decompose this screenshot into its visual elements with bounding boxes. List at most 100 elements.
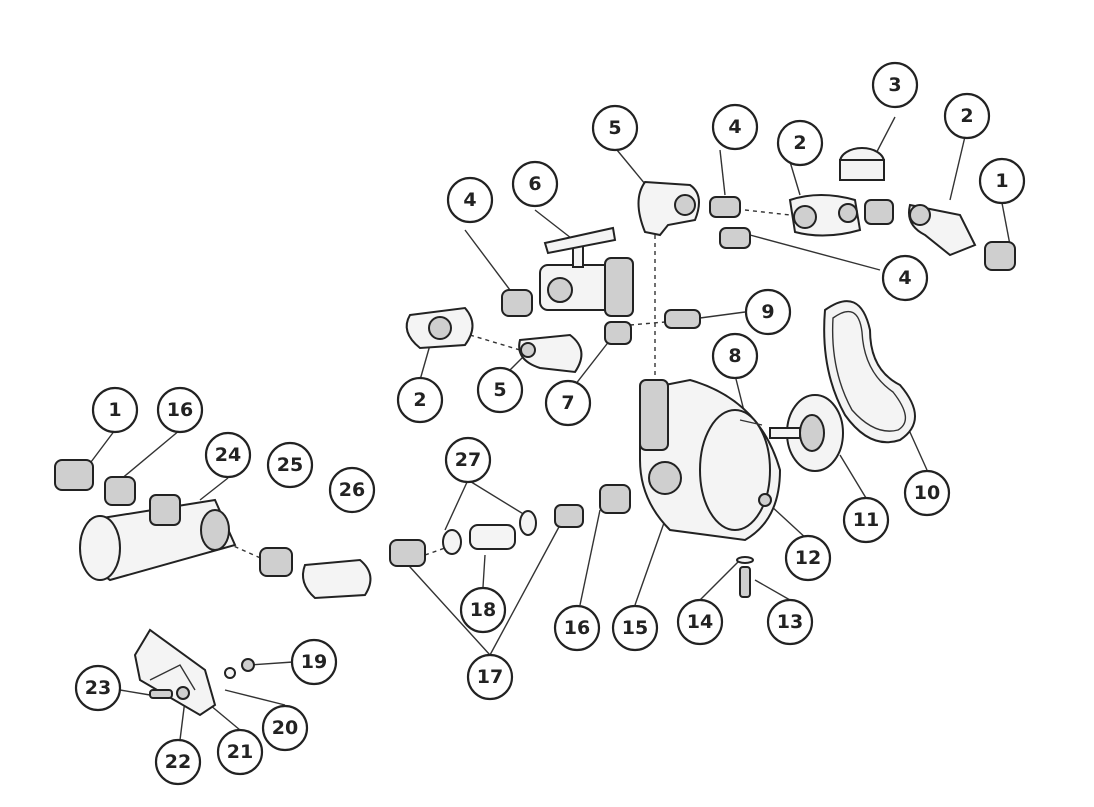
callout-16: 16 xyxy=(156,386,204,434)
callout-label: 24 xyxy=(215,444,241,466)
callout-5: 5 xyxy=(476,366,524,414)
callout-label: 12 xyxy=(795,547,821,569)
callout-label: 2 xyxy=(793,132,806,154)
callout-11: 11 xyxy=(842,496,890,544)
part-key-8 xyxy=(739,419,763,426)
part-elbow-2-right xyxy=(908,203,977,257)
callout-19: 19 xyxy=(290,638,338,686)
callout-label: 22 xyxy=(165,751,191,773)
callout-label: 27 xyxy=(455,449,481,471)
callout-label: 10 xyxy=(914,482,940,504)
callout-label: 5 xyxy=(493,379,506,401)
part-tee-2-top xyxy=(788,194,862,237)
leader-lines xyxy=(84,116,1011,741)
callout-label: 5 xyxy=(608,117,621,139)
part-elbow-26 xyxy=(302,558,372,600)
callout-label: 16 xyxy=(167,399,193,421)
part-nipple-4-valve xyxy=(501,289,533,317)
callout-15: 15 xyxy=(611,604,659,652)
callout-label: 19 xyxy=(301,651,327,673)
part-bracket-21 xyxy=(133,628,217,717)
part-union-16-left xyxy=(104,476,136,506)
callout-8: 8 xyxy=(711,332,759,380)
part-nipple-4-top xyxy=(709,196,741,218)
part-pulley-11 xyxy=(769,394,844,472)
part-union-16-pump xyxy=(599,484,631,514)
part-pipe-18 xyxy=(469,524,516,550)
callout-12: 12 xyxy=(784,534,832,582)
part-elbow-5-top xyxy=(637,180,700,237)
callout-1: 1 xyxy=(91,386,139,434)
part-ball-valve-6 xyxy=(539,226,634,317)
callout-label: 26 xyxy=(339,479,365,501)
callout-label: 3 xyxy=(888,74,901,96)
callout-label: 7 xyxy=(561,392,574,414)
callout-27: 27 xyxy=(444,436,492,484)
callout-7: 7 xyxy=(544,379,592,427)
callout-label: 25 xyxy=(277,454,303,476)
callout-label: 15 xyxy=(622,617,648,639)
part-o-ring-27-left xyxy=(442,529,462,555)
callout-9: 9 xyxy=(744,288,792,336)
part-nipple-1-right xyxy=(984,241,1016,271)
callout-13: 13 xyxy=(766,598,814,646)
part-washer-14 xyxy=(736,556,754,564)
callout-label: 6 xyxy=(528,173,541,195)
callout-label: 23 xyxy=(85,677,111,699)
callout-label: 21 xyxy=(227,741,253,763)
callout-label: 16 xyxy=(564,617,590,639)
callout-10: 10 xyxy=(903,469,951,517)
callout-4: 4 xyxy=(446,176,494,224)
callout-label: 2 xyxy=(960,105,973,127)
callouts: 1 2 3 4 2 4 5 6 4 4 9 8 2 5 7 1 16 24 25… xyxy=(74,61,1026,786)
callout-2: 2 xyxy=(943,92,991,140)
callout-label: 9 xyxy=(761,301,774,323)
callout-6: 6 xyxy=(511,160,559,208)
callout-24: 24 xyxy=(204,431,252,479)
callout-label: 2 xyxy=(413,389,426,411)
part-pump-housing-15 xyxy=(639,378,782,542)
part-fitting-9 xyxy=(664,309,701,329)
part-bushing-7 xyxy=(604,321,632,345)
part-nipple-4-right xyxy=(864,199,894,225)
callout-14: 14 xyxy=(676,598,724,646)
callout-21: 21 xyxy=(216,728,264,776)
callout-2: 2 xyxy=(396,376,444,424)
part-bolt-13 xyxy=(739,566,751,598)
part-washer-20 xyxy=(224,667,236,679)
callout-22: 22 xyxy=(154,738,202,786)
callout-label: 18 xyxy=(470,599,496,621)
part-coupling-17-left xyxy=(389,539,426,567)
callout-label: 4 xyxy=(728,116,741,138)
part-cap-3 xyxy=(839,147,885,181)
callout-label: 1 xyxy=(995,170,1008,192)
part-nut-19 xyxy=(241,658,255,672)
part-screw-12 xyxy=(758,493,772,507)
part-nipple-4-lower xyxy=(719,227,751,249)
callout-label: 17 xyxy=(477,666,503,688)
callout-18: 18 xyxy=(459,586,507,634)
callout-4: 4 xyxy=(881,254,929,302)
callout-label: 20 xyxy=(272,717,298,739)
part-strainer-24 xyxy=(79,494,237,582)
callout-label: 1 xyxy=(108,399,121,421)
callout-5: 5 xyxy=(591,104,639,152)
callout-1: 1 xyxy=(978,157,1026,205)
callout-label: 13 xyxy=(777,611,803,633)
part-nipple-1-left xyxy=(54,459,94,491)
callout-23: 23 xyxy=(74,664,122,712)
callout-4: 4 xyxy=(711,103,759,151)
callout-label: 8 xyxy=(728,345,741,367)
callout-17: 17 xyxy=(466,653,514,701)
part-tee-2-left xyxy=(405,306,474,350)
callout-label: 14 xyxy=(687,611,713,633)
part-o-ring-27-right xyxy=(519,510,537,536)
callout-label: 11 xyxy=(853,509,879,531)
part-belt-10 xyxy=(823,300,916,444)
callout-3: 3 xyxy=(871,61,919,109)
callout-16: 16 xyxy=(553,604,601,652)
callout-label: 4 xyxy=(898,267,911,289)
callout-25: 25 xyxy=(266,441,314,489)
